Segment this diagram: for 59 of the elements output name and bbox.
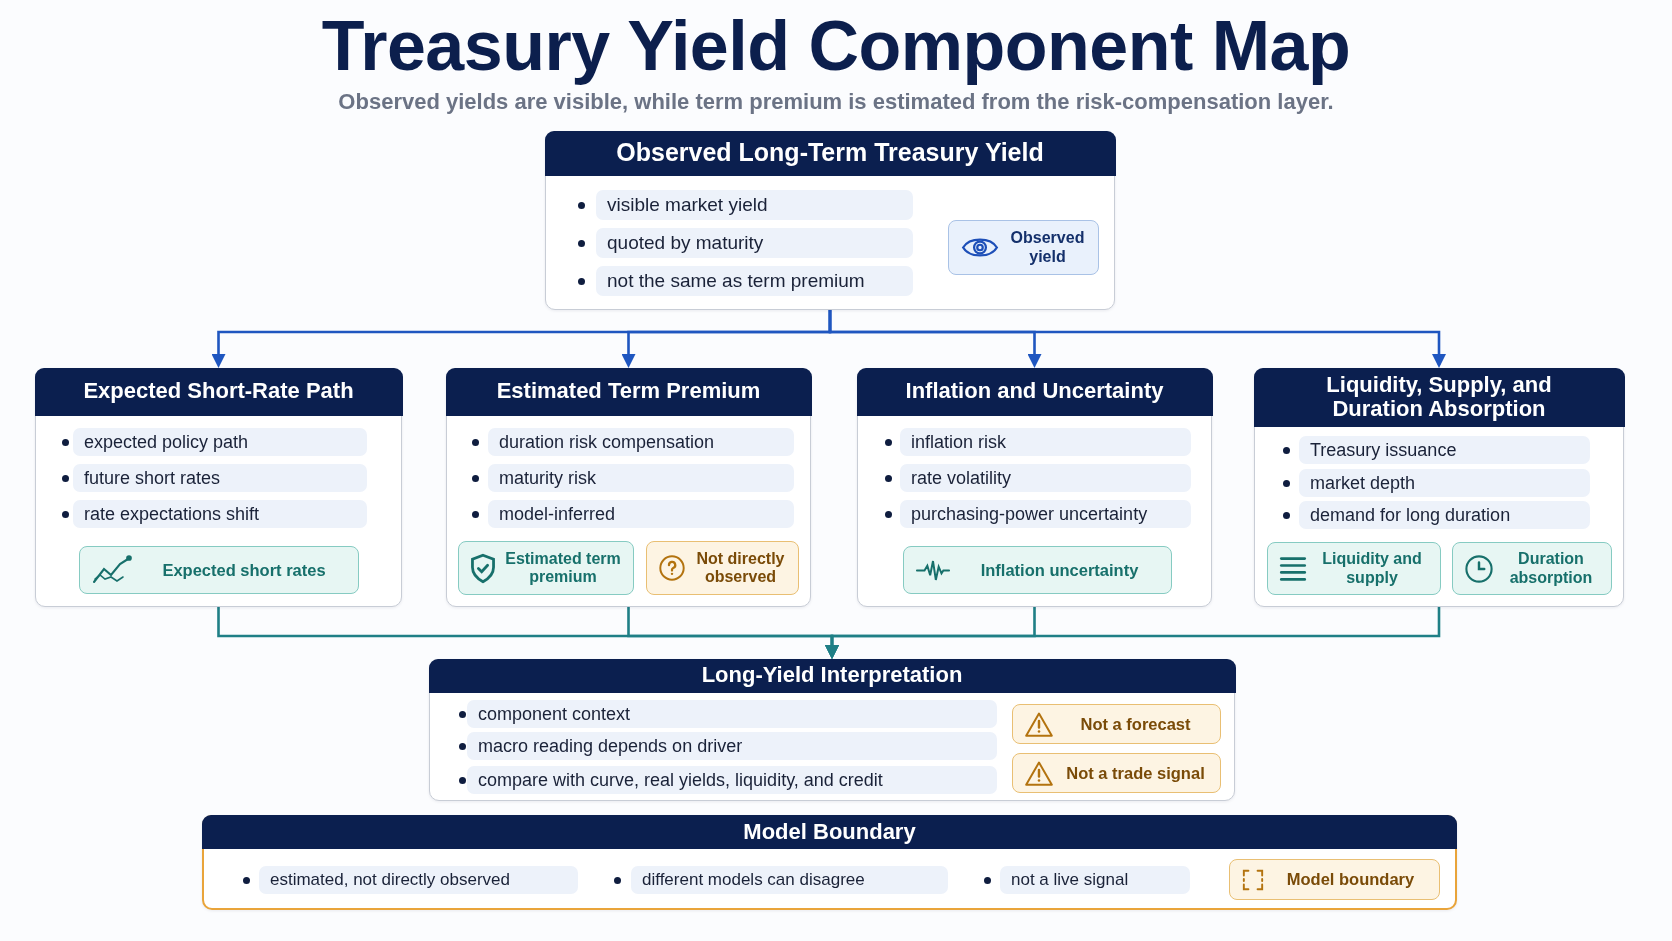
component-card: [429, 659, 1235, 801]
list-item: quoted by maturity: [596, 228, 913, 258]
tag-badge: [1012, 753, 1221, 793]
list-item: future short rates: [73, 464, 367, 492]
tag-badge: [458, 541, 634, 595]
tag-text: Liquidity and supply: [1321, 550, 1423, 587]
tag-text: Inflation uncertainty: [979, 560, 1140, 580]
connector-arrow: [828, 310, 1446, 368]
component-card: [545, 131, 1115, 310]
tag-badge: [1267, 542, 1441, 595]
tag-text: Observed yield: [1009, 229, 1086, 266]
tag-badge: [646, 541, 799, 595]
list-item: inflation risk: [900, 428, 1191, 456]
component-card: [857, 368, 1212, 607]
list-item: duration risk compensation: [488, 428, 794, 456]
tag-text: Not directly observed: [695, 549, 786, 587]
tag-text: Expected short rates: [161, 560, 327, 580]
tag-text: Not a forecast: [1079, 714, 1192, 734]
header-bar: Long-Yield Interpretation: [428, 658, 1236, 693]
tag-text: Estimated term premium: [504, 549, 622, 587]
component-card: [35, 368, 402, 607]
connector-arrow: [825, 607, 1441, 659]
list-item: rate volatility: [900, 464, 1191, 492]
header-bar: Liquidity, Supply, and Duration Absorption: [1253, 367, 1625, 427]
list-item: rate expectations shift: [73, 500, 367, 528]
tag-text: Duration absorption: [1508, 550, 1594, 587]
list-item: maturity risk: [488, 464, 794, 492]
list-item: purchasing-power uncertainty: [900, 500, 1191, 528]
tag-badge: [903, 546, 1172, 594]
list-item: not the same as term premium: [596, 266, 913, 296]
list-item: compare with curve, real yields, liquidity, and credit: [467, 766, 997, 794]
component-card: [202, 815, 1457, 910]
component-card: [446, 368, 811, 607]
header-bar: Observed Long-Term Treasury Yield: [544, 130, 1116, 176]
list-item: demand for long duration: [1299, 501, 1590, 529]
header-bar: Model Boundary: [202, 815, 1457, 849]
tag-badge: [79, 546, 359, 594]
list-item: component context: [467, 700, 997, 728]
list-item: visible market yield: [596, 190, 913, 220]
tag-badge: [948, 220, 1099, 275]
tag-text: Not a trade signal: [1065, 763, 1206, 783]
list-item: Treasury issuance: [1299, 436, 1590, 464]
list-item: macro reading depends on driver: [467, 732, 997, 760]
tag-text: Model boundary: [1285, 870, 1416, 889]
list-item: different models can disagree: [631, 866, 948, 894]
component-card: [1254, 368, 1624, 607]
header-bar: Expected Short-Rate Path: [34, 367, 403, 416]
header-bar: Inflation and Uncertainty: [856, 367, 1213, 416]
list-item: model-inferred: [488, 500, 794, 528]
title: Treasury Yield Component Map: [321, 6, 1351, 86]
tag-badge: [1452, 542, 1612, 595]
tag-badge: [1229, 859, 1440, 900]
list-item: estimated, not directly observed: [259, 866, 578, 894]
tag-badge: [1012, 704, 1221, 744]
list-item: expected policy path: [73, 428, 367, 456]
list-item: not a live signal: [1000, 866, 1190, 894]
header-bar: Estimated Term Premium: [445, 367, 812, 416]
list-item: market depth: [1299, 469, 1590, 497]
subtitle: Observed yields are visible, while term premium is estimated from the risk-compensation layer.: [338, 88, 1334, 116]
